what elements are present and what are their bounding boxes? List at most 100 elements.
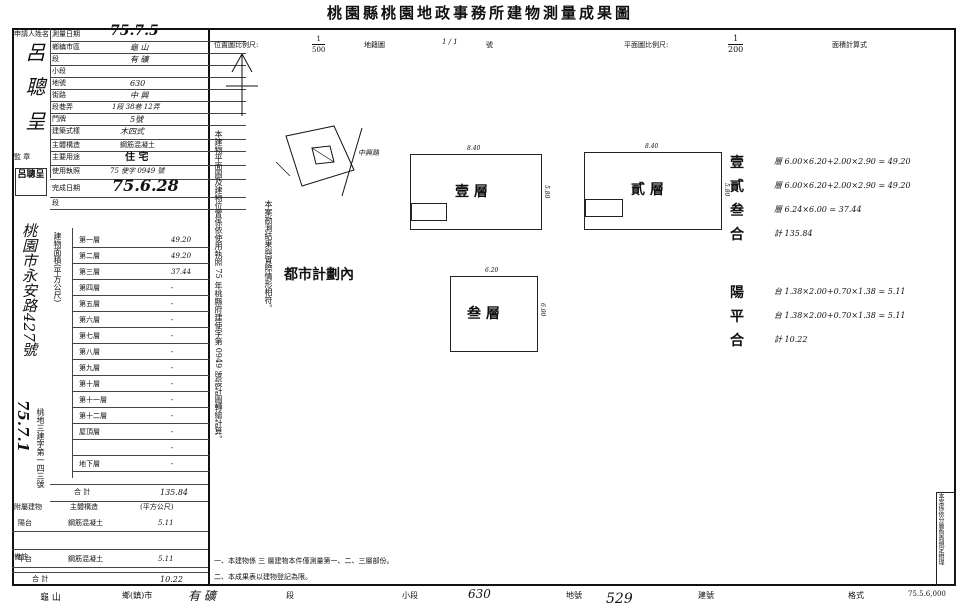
structure-value: 木四式 (120, 127, 144, 136)
floor-area-value: - (171, 412, 174, 420)
address-vertical: 桃園市永安路427號 (20, 223, 38, 357)
area-label: 建物面積(平方公尺) (53, 232, 62, 303)
summary-row-label: 貳 (730, 179, 744, 195)
property-rows: 測量日期 75.7.5 鄉鎮市區 龜 山 段 有 礦 小段 地號 630 街路 … (50, 23, 246, 228)
floor-plan-1: 壹 層 8.40 5.80 (410, 145, 550, 230)
summary-row-label: 陽 (730, 285, 744, 301)
use-value: 住 宅 (125, 152, 149, 163)
accessory-value: 5.11 (158, 555, 174, 563)
owner-seal-label: 監 章 (14, 153, 31, 161)
road-label: 中興路 (358, 149, 379, 157)
urban-plan-label: 都市計劃內 (284, 267, 354, 283)
summary-row-label: 合 (730, 333, 744, 349)
land-no-label: 地號 (52, 79, 66, 87)
floor-area-row: 第一層 49.20 (73, 232, 209, 248)
structure-label: 建築式樣 (52, 127, 80, 135)
floor-area-label: 第五層 (79, 300, 100, 308)
floor-area-value: 37.44 (171, 268, 192, 276)
floor-plan-1-side-dim: 5.80 (543, 185, 550, 199)
accessory-label: 附屬建物 (14, 503, 42, 511)
floor-area-label: 第七層 (79, 332, 100, 340)
applicant-name: 呂 聰 呈 (22, 42, 46, 135)
footer-subsection-label: 小段 (402, 591, 418, 600)
floor-area-row: 地下層- (73, 456, 209, 472)
floor-area-label: 第八層 (79, 348, 100, 356)
floor-area-value: - (171, 460, 174, 468)
summary-row-text: 層 6.24×6.00 = 37.44 (774, 205, 862, 214)
floor-area-label: 第十一層 (79, 396, 107, 404)
position-scale-fraction: 1 500 (312, 34, 326, 55)
floor-area-value: - (171, 380, 174, 388)
north-arrow (226, 53, 258, 116)
right-stamp-text: 本案係依分層負責規定辦理 (937, 493, 944, 565)
floor-area-row: 第十層 - (73, 376, 209, 392)
landmark-hand: 1 / 1 (442, 38, 458, 46)
section-value: 有 礦 (130, 55, 149, 64)
floor-area-value: - (171, 332, 174, 340)
floor-plan-2-top-dim: 8.40 (645, 143, 659, 150)
floor-plan-2-label: 貳 層 (631, 182, 664, 198)
floor-area-label: 第四層 (79, 284, 100, 292)
top-scale-bar: 位置圖比例尺: 1 500 地籍圖 1 / 1 號 平面圖比例尺: 1 200 … (214, 34, 954, 60)
footer-land-no: 630 (468, 587, 491, 601)
floor-plan-2: 貳 層 8.40 5.80 (584, 143, 730, 230)
summary-row-label: 叁 (730, 203, 744, 219)
apply-date-label: 測量日期 (52, 30, 80, 38)
position-scale-den: 500 (312, 46, 326, 54)
floor-area-value: 49.20 (171, 236, 192, 244)
floor-area-value: - (171, 300, 174, 308)
accessory-total-label: 合 計 (32, 575, 49, 583)
accessory-total-value: 10.22 (160, 575, 183, 584)
floor-area-label: 第二層 (79, 252, 100, 260)
applicant-label: 申請人姓名 (14, 30, 49, 38)
accessory-total-row: 合 計 10.22 (12, 572, 208, 586)
landmark-suffix: 號 (486, 41, 493, 49)
floor-plan-1-top-dim: 8.40 (467, 145, 481, 152)
floor-area-row: 第六層- (73, 312, 209, 328)
apply-date-value: 75.7.5 (110, 23, 159, 39)
note-line-1: 一、本建物係 三 層建物本件僅測量第一、二、三層部份。 (214, 557, 394, 565)
floor-area-value: - (171, 348, 174, 356)
floor-plan-2-side-dim: 5.80 (723, 183, 730, 197)
summary-row-label: 壹 (730, 155, 744, 171)
floor-area-label: 第一層 (79, 236, 100, 244)
vertical-side-text: 桃地三建字第一四三號 (36, 408, 45, 488)
right-stamp: 本案係依分層負責規定辦理 (936, 492, 956, 586)
total-label: 合 計 (74, 488, 91, 496)
summary-row-label: 合 (730, 227, 744, 243)
floor-plan-2-balcony (585, 199, 623, 217)
summary-row-text: 台 1.38×2.00+0.70×1.38 = 5.11 (774, 311, 906, 320)
area-calc-label: 面積計算式 (832, 41, 867, 49)
accessory-struct: 鋼筋混凝土 (68, 519, 103, 527)
owner-seal: 呂聰呈 (15, 168, 47, 196)
floor-area-value: - (171, 284, 174, 292)
floor-area-label: 第十二層 (79, 412, 107, 420)
floor-area-label: 第十層 (79, 380, 100, 388)
footer-township: 龜 山 (40, 593, 61, 603)
floor-area-row: 第八層 - (73, 344, 209, 360)
floor-plan-1-balcony (411, 203, 447, 221)
use-label: 主要用途 (52, 153, 80, 161)
footer: 龜 山 鄉(鎮)市 有 礦 段 小段 630 地號 529 建號 格式 75.5… (12, 587, 956, 609)
plan-scale-den: 200 (728, 45, 744, 54)
mid-vertical-text-2: 本案勘測結果與實際情形相符。 (264, 200, 273, 312)
footer-land-suffix: 地號 (566, 591, 582, 600)
floor-plan-3-side-dim: 6.00 (539, 303, 546, 317)
document-title: 桃園縣桃園地政事務所建物測量成果圖 (326, 4, 633, 22)
door-value: 5號 (130, 115, 144, 124)
floor-area-value: - (171, 316, 174, 324)
lane-label: 段巷弄 (52, 103, 73, 111)
floor-area-row: 第四層 - (73, 280, 209, 296)
street-value: 中 興 (130, 91, 149, 100)
summary-row-text: 計 10.22 (774, 335, 808, 344)
floor-area-label: 第三層 (79, 268, 100, 276)
floor-plan-3: 叁 層 6.20 6.00 (450, 267, 546, 352)
permit-value: 75 使字 0949 號 (110, 167, 165, 175)
landmark-label: 地籍圖 (364, 41, 385, 49)
lane-value: 1段 38巷 12弄 (112, 103, 160, 111)
district-label: 段 (52, 199, 59, 207)
floor-area-label: 第九層 (79, 364, 100, 372)
door-label: 門牌 (52, 115, 66, 123)
